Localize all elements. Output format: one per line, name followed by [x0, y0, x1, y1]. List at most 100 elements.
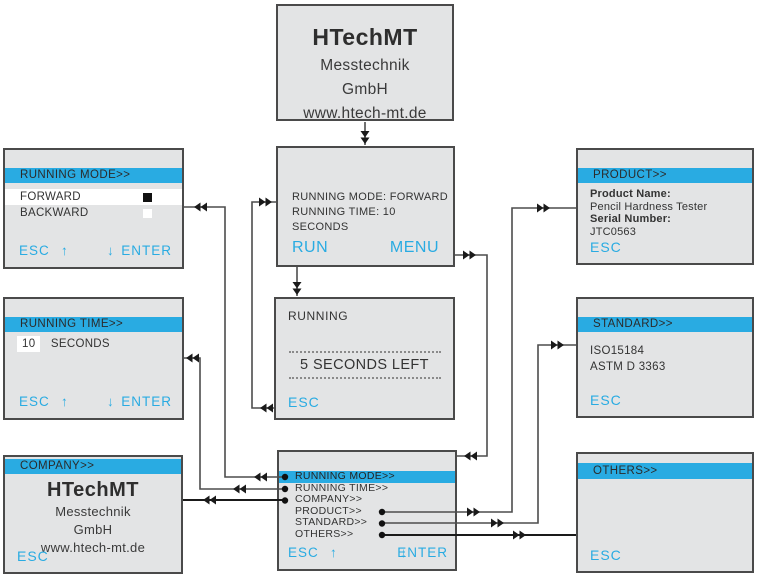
option-forward[interactable]: FORWARD [5, 189, 182, 205]
selected-checkbox-icon [143, 192, 152, 202]
double-right-arrow-icon [467, 507, 480, 517]
others-screen: OTHERS>> ESC [576, 452, 754, 573]
unselected-checkbox-icon [143, 208, 152, 218]
time-unit-label: SECONDS [50, 338, 110, 350]
connector-running-esc-to-main [251, 201, 276, 409]
standards-list: ISO15184 ASTM D 3363 [590, 343, 666, 375]
double-right-arrow-icon [551, 340, 564, 350]
esc-button[interactable]: ESC [590, 392, 622, 408]
run-button[interactable]: RUN [292, 239, 329, 256]
down-arrow-button[interactable]: ↓ [107, 394, 115, 409]
up-arrow-button[interactable]: ↑ [61, 243, 69, 258]
brand-name: HTechMT [312, 24, 418, 50]
brand-box: HTechMT Messtechnik GmbH www.htech-mt.de [276, 4, 454, 122]
menu-item-running-time[interactable]: RUNNING TIME>> [295, 481, 389, 494]
product-info: Product Name: Pencil Hardness Tester Ser… [590, 188, 707, 238]
menu-screen: RUNNING MODE>> RUNNING TIME>> COMPANY>> … [277, 450, 457, 571]
option-forward-label: FORWARD [20, 191, 81, 203]
menu-list: RUNNING MODE>> RUNNING TIME>> COMPANY>> … [279, 470, 455, 540]
softkey-row: ESC ↑ ↓ ENTER [5, 243, 182, 259]
enter-button[interactable]: ENTER [121, 394, 172, 409]
serial-number-value: JTC0563 [590, 225, 637, 238]
esc-button[interactable]: ESC [288, 545, 319, 560]
esc-button[interactable]: ESC [19, 394, 50, 409]
softkey-row: ESC ↑ ↓ ENTER [279, 545, 455, 561]
up-arrow-button[interactable]: ↑ [330, 545, 338, 560]
enter-button[interactable]: ENTER [397, 545, 448, 560]
double-right-arrow-icon [491, 518, 504, 528]
running-mode-screen: RUNNING MODE>> FORWARD BACKWARD ESC ↑ ↓ … [3, 148, 184, 269]
double-down-arrow-icon [292, 282, 302, 295]
softkey-row: ESC ↑ ↓ ENTER [5, 394, 182, 410]
dotted-divider-top [288, 351, 441, 353]
esc-button[interactable]: ESC [17, 548, 49, 564]
double-left-arrow-icon [260, 403, 273, 413]
running-status-label: RUNNING [288, 309, 349, 323]
brand-line-2: GmbH [342, 81, 388, 98]
double-left-arrow-icon [464, 451, 477, 461]
company-line-2: GmbH [73, 522, 113, 537]
double-right-arrow-icon [513, 530, 526, 540]
screen-title-bar: COMPANY>> [5, 459, 181, 474]
screen-title-bar: PRODUCT>> [578, 168, 752, 183]
double-left-arrow-icon [203, 495, 216, 505]
esc-button[interactable]: ESC [590, 547, 622, 563]
countdown-text: 5 SECONDS LEFT [300, 357, 429, 373]
esc-button[interactable]: ESC [288, 394, 320, 410]
screen-title-bar: RUNNING MODE>> [5, 168, 182, 183]
standard-item: ASTM D 3363 [590, 361, 666, 373]
standard-item: ISO15184 [590, 345, 645, 357]
running-time-status: RUNNING TIME: 10 SECONDS [292, 206, 396, 233]
connector-to-running-time [184, 357, 285, 490]
screen-title-bar: RUNNING TIME>> [5, 317, 182, 332]
menu-item-running-mode[interactable]: RUNNING MODE>> [279, 470, 455, 483]
double-left-arrow-icon [254, 472, 267, 482]
brand-website: www.htech-mt.de [303, 105, 427, 122]
brand-line-1: Messtechnik [320, 57, 410, 74]
company-text: HTechMT Messtechnik GmbH www.htech-mt.de [5, 457, 181, 557]
countdown-block: 5 SECONDS LEFT [276, 347, 453, 383]
menu-item-others[interactable]: OTHERS>> [295, 527, 354, 540]
company-name: HTechMT [46, 479, 139, 501]
main-screen: RUNNING MODE: FORWARD RUNNING TIME: 10 S… [276, 146, 455, 267]
brand-text: HTechMT Messtechnik GmbH www.htech-mt.de [278, 6, 452, 126]
menu-item-product[interactable]: PRODUCT>> [295, 504, 362, 517]
screen-title-bar: OTHERS>> [578, 463, 752, 479]
option-backward[interactable]: BACKWARD [5, 205, 182, 221]
double-right-arrow-icon [537, 203, 550, 213]
company-line-1: Messtechnik [55, 504, 131, 519]
double-left-arrow-icon [233, 484, 246, 494]
double-down-arrow-icon [360, 131, 370, 144]
menu-item-company[interactable]: COMPANY>> [295, 493, 363, 505]
double-right-arrow-icon [463, 250, 476, 260]
status-text: RUNNING MODE: FORWARD RUNNING TIME: 10 S… [292, 190, 453, 235]
running-screen: RUNNING 5 SECONDS LEFT ESC [274, 297, 455, 420]
company-screen: COMPANY>> HTechMT Messtechnik GmbH www.h… [3, 455, 183, 574]
double-right-arrow-icon [259, 197, 272, 207]
option-backward-label: BACKWARD [20, 207, 89, 219]
company-website: www.htech-mt.de [40, 540, 146, 555]
down-arrow-button[interactable]: ↓ [400, 545, 408, 560]
double-left-arrow-icon [194, 202, 207, 212]
menu-button[interactable]: MENU [389, 239, 439, 256]
product-screen: PRODUCT>> Product Name: Pencil Hardness … [576, 148, 754, 265]
double-left-arrow-icon [186, 353, 199, 363]
up-arrow-button[interactable]: ↑ [61, 394, 69, 409]
down-arrow-button[interactable]: ↓ [107, 243, 115, 258]
standard-screen: STANDARD>> ISO15184 ASTM D 3363 ESC [576, 297, 754, 418]
connector-to-running-mode [184, 206, 285, 478]
time-value-field[interactable]: 10 [17, 336, 41, 352]
screen-title-bar: STANDARD>> [578, 317, 752, 332]
product-name-value: Pencil Hardness Tester [590, 200, 708, 213]
menu-item-standard[interactable]: STANDARD>> [295, 516, 368, 528]
serial-number-label: Serial Number: [590, 213, 672, 225]
enter-button[interactable]: ENTER [121, 243, 172, 258]
time-setting-row: 10 SECONDS [17, 336, 110, 352]
esc-button[interactable]: ESC [19, 243, 50, 258]
dotted-divider-bottom [288, 377, 441, 379]
running-time-screen: RUNNING TIME>> 10 SECONDS ESC ↑ ↓ ENTER [3, 297, 184, 420]
connector-menu-to-menu-screen [455, 254, 488, 457]
product-name-label: Product Name: [590, 188, 671, 200]
esc-button[interactable]: ESC [590, 239, 622, 255]
